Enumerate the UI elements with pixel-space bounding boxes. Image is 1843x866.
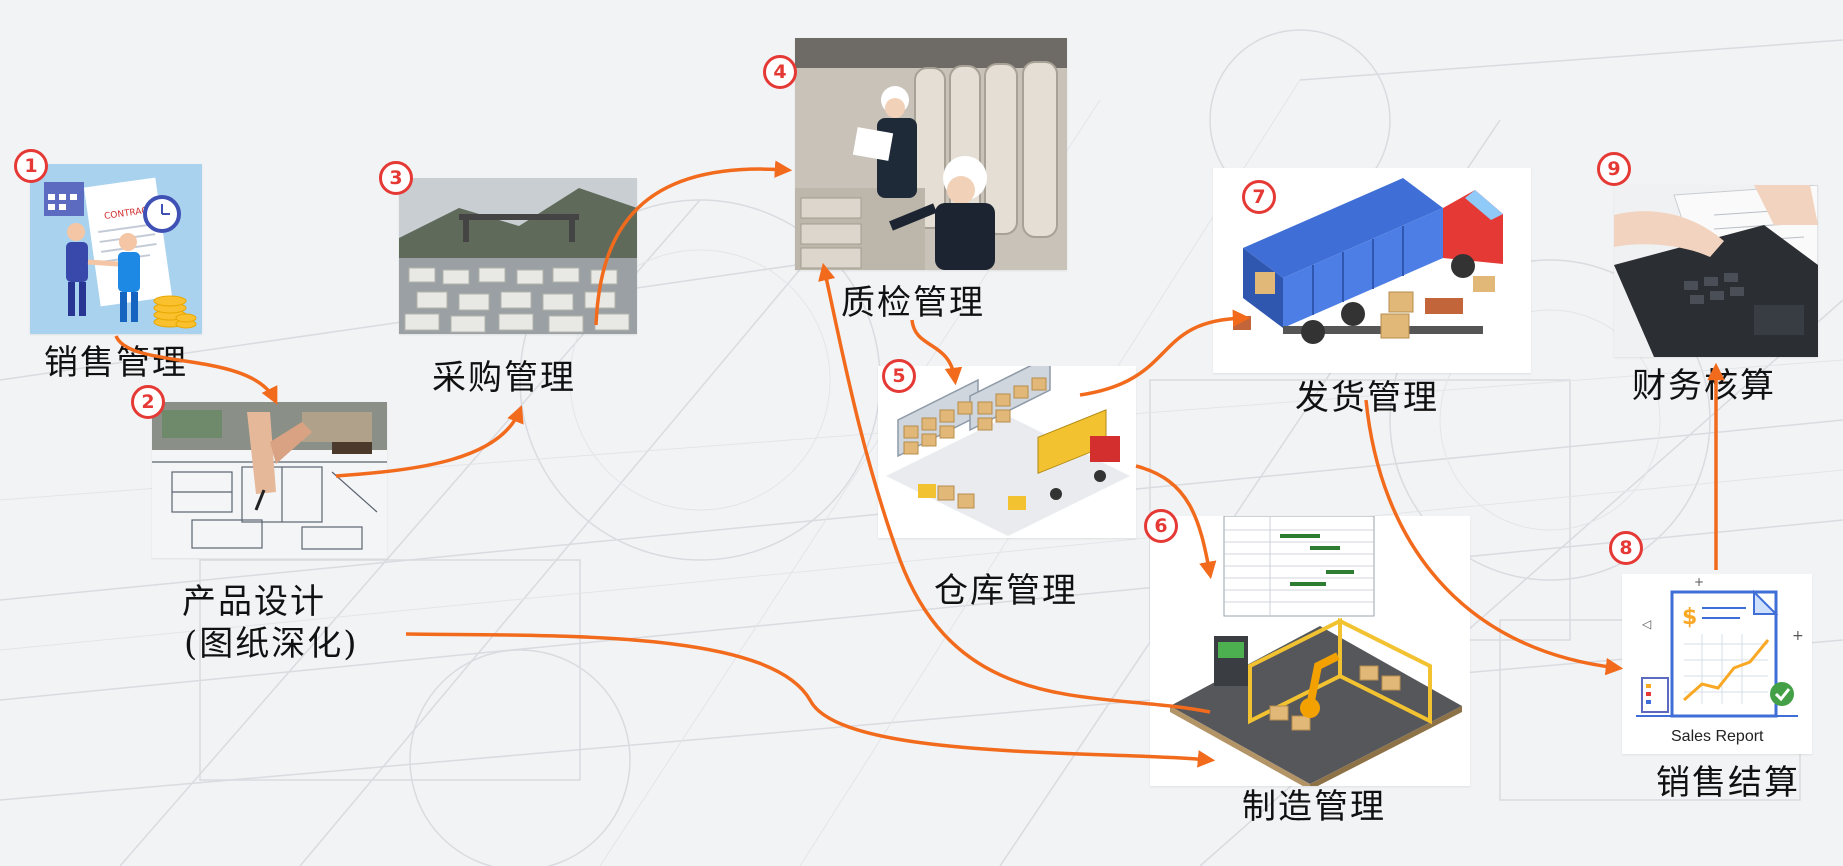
step-badge-4: 4 (763, 55, 797, 89)
delivery-truck-icon (1233, 178, 1503, 344)
step-badge-7: 7 (1242, 180, 1276, 214)
step-label-quality-inspection: 质检管理 (841, 283, 985, 323)
step-label-financial-accounting: 财务核算 (1632, 366, 1776, 406)
step-badge-5: 5 (882, 359, 916, 393)
sales-report-caption: Sales Report (1671, 728, 1764, 745)
step-label-warehouse: 仓库管理 (934, 571, 1078, 611)
quality-inspection-photo (795, 38, 1067, 270)
stone-quarry-photo (399, 178, 637, 334)
warehouse-icon (886, 366, 1130, 536)
product-design-image (152, 402, 387, 558)
step-label-procurement: 采购管理 (432, 358, 576, 398)
sales-management-image: CONTRACT (30, 164, 202, 334)
blueprint-drawing-photo (152, 402, 387, 558)
step-label-sales-settlement: 销售结算 (1656, 763, 1800, 803)
step-badge-2: 2 (131, 385, 165, 419)
svg-text:◁: ◁ (1641, 617, 1651, 631)
step-badge-3: 3 (379, 161, 413, 195)
step-badge-9: 9 (1597, 152, 1631, 186)
procurement-image (399, 178, 637, 334)
step-label-sales-management: 销售管理 (44, 343, 188, 383)
quality-inspection-image (795, 38, 1067, 270)
sales-report-icon: $ + + ◁ (1636, 575, 1804, 718)
step-label-product-design: 产品设计 (182, 582, 326, 622)
step-label-product-design-sub: (图纸深化) (184, 624, 359, 664)
sales-settlement-image: $ + + ◁ (1622, 574, 1812, 754)
contract-handshake-icon: CONTRACT (30, 164, 202, 334)
manufacturing-image (1150, 516, 1470, 786)
step-badge-1: 1 (14, 149, 48, 183)
factory-production-icon (1170, 516, 1462, 786)
step-badge-8: 8 (1609, 531, 1643, 565)
svg-text:+: + (1792, 628, 1804, 644)
calculator-photo (1614, 185, 1818, 357)
financial-accounting-image (1614, 185, 1818, 357)
svg-text:+: + (1694, 575, 1704, 589)
step-badge-6: 6 (1144, 509, 1178, 543)
svg-text:$: $ (1682, 605, 1697, 630)
step-label-shipping: 发货管理 (1295, 378, 1439, 418)
step-label-manufacturing: 制造管理 (1242, 787, 1386, 827)
warehouse-image (878, 366, 1136, 538)
